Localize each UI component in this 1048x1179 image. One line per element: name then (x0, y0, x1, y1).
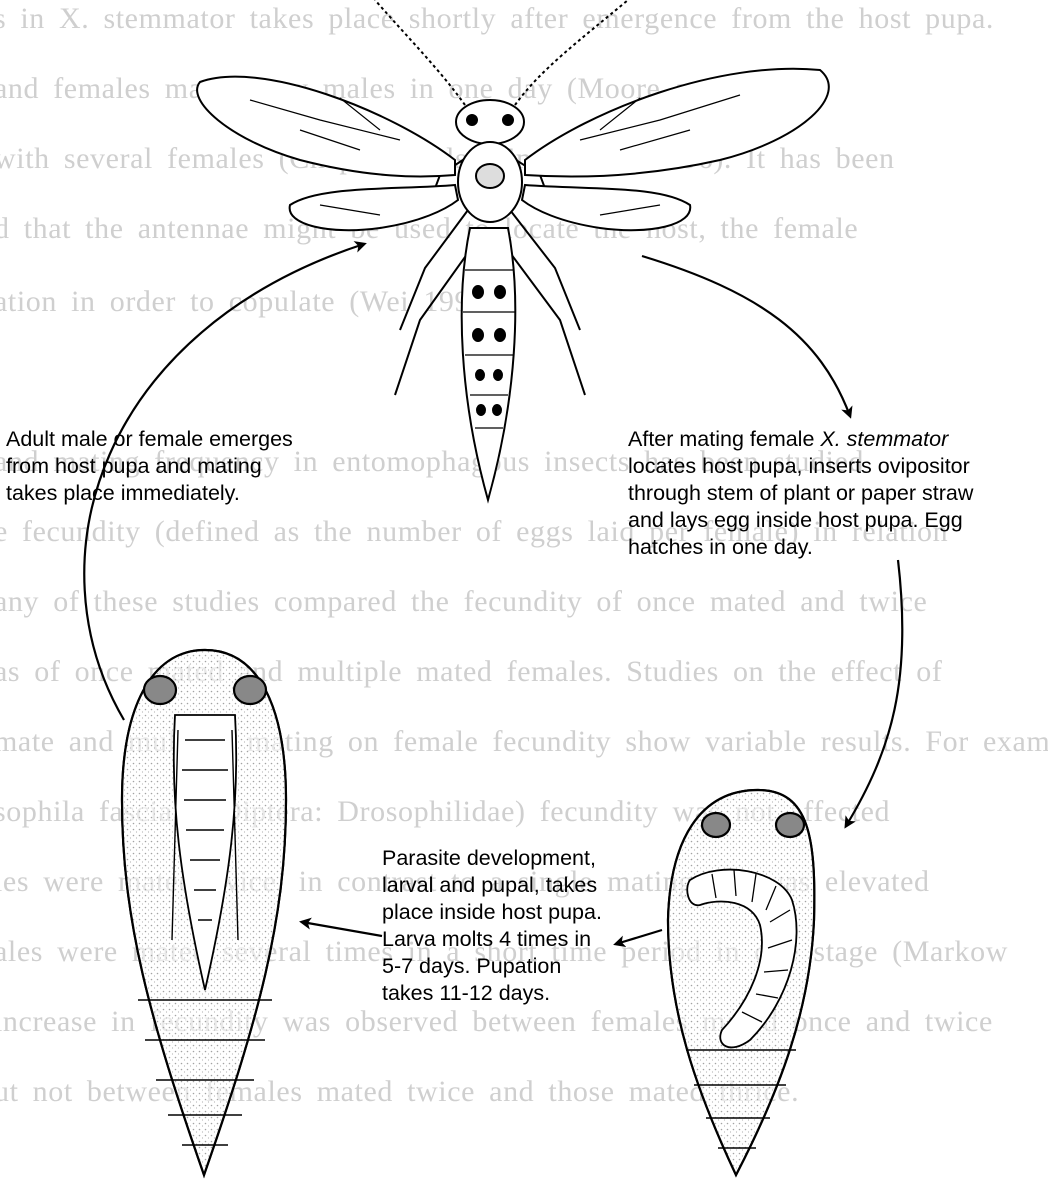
caption-line: locates host pupa, inserts ovipositor (628, 453, 1048, 480)
caption-line: takes place immediately. (6, 480, 386, 507)
caption-line: and lays egg inside host pupa. Egg (628, 507, 1048, 534)
caption-line: Parasite development, (382, 845, 642, 872)
adult-wasp-illustration (197, 0, 829, 500)
arrow-pupa-to-adult (302, 922, 382, 936)
mating-oviposition-caption: After mating female X. stemmator locates… (628, 426, 1048, 561)
species-name: X. stemmator (820, 427, 948, 451)
caption-line: from host pupa and mating (6, 453, 386, 480)
arrow-mating-to-larva (846, 560, 902, 826)
caption-line: Larva molts 4 times in (382, 926, 642, 953)
caption-line: Adult male or female emerges (6, 426, 386, 453)
caption-line: place inside host pupa. (382, 899, 642, 926)
parasite-pupa-illustration (122, 650, 286, 1175)
caption-line: larval and pupal, takes (382, 872, 642, 899)
arrow-adult-to-mating (642, 256, 850, 416)
caption-line: through stem of plant or paper straw (628, 480, 1048, 507)
caption-prefix: After mating female (628, 427, 820, 451)
adult-emergence-caption: Adult male or female emerges from host p… (6, 426, 386, 507)
caption-line: hatches in one day. (628, 534, 1048, 561)
larva-in-host-illustration (668, 790, 814, 1175)
caption-line: 5-7 days. Pupation (382, 953, 642, 980)
development-caption: Parasite development, larval and pupal, … (382, 845, 642, 1007)
caption-line: takes 11-12 days. (382, 980, 642, 1007)
caption-line: After mating female X. stemmator (628, 426, 1048, 453)
